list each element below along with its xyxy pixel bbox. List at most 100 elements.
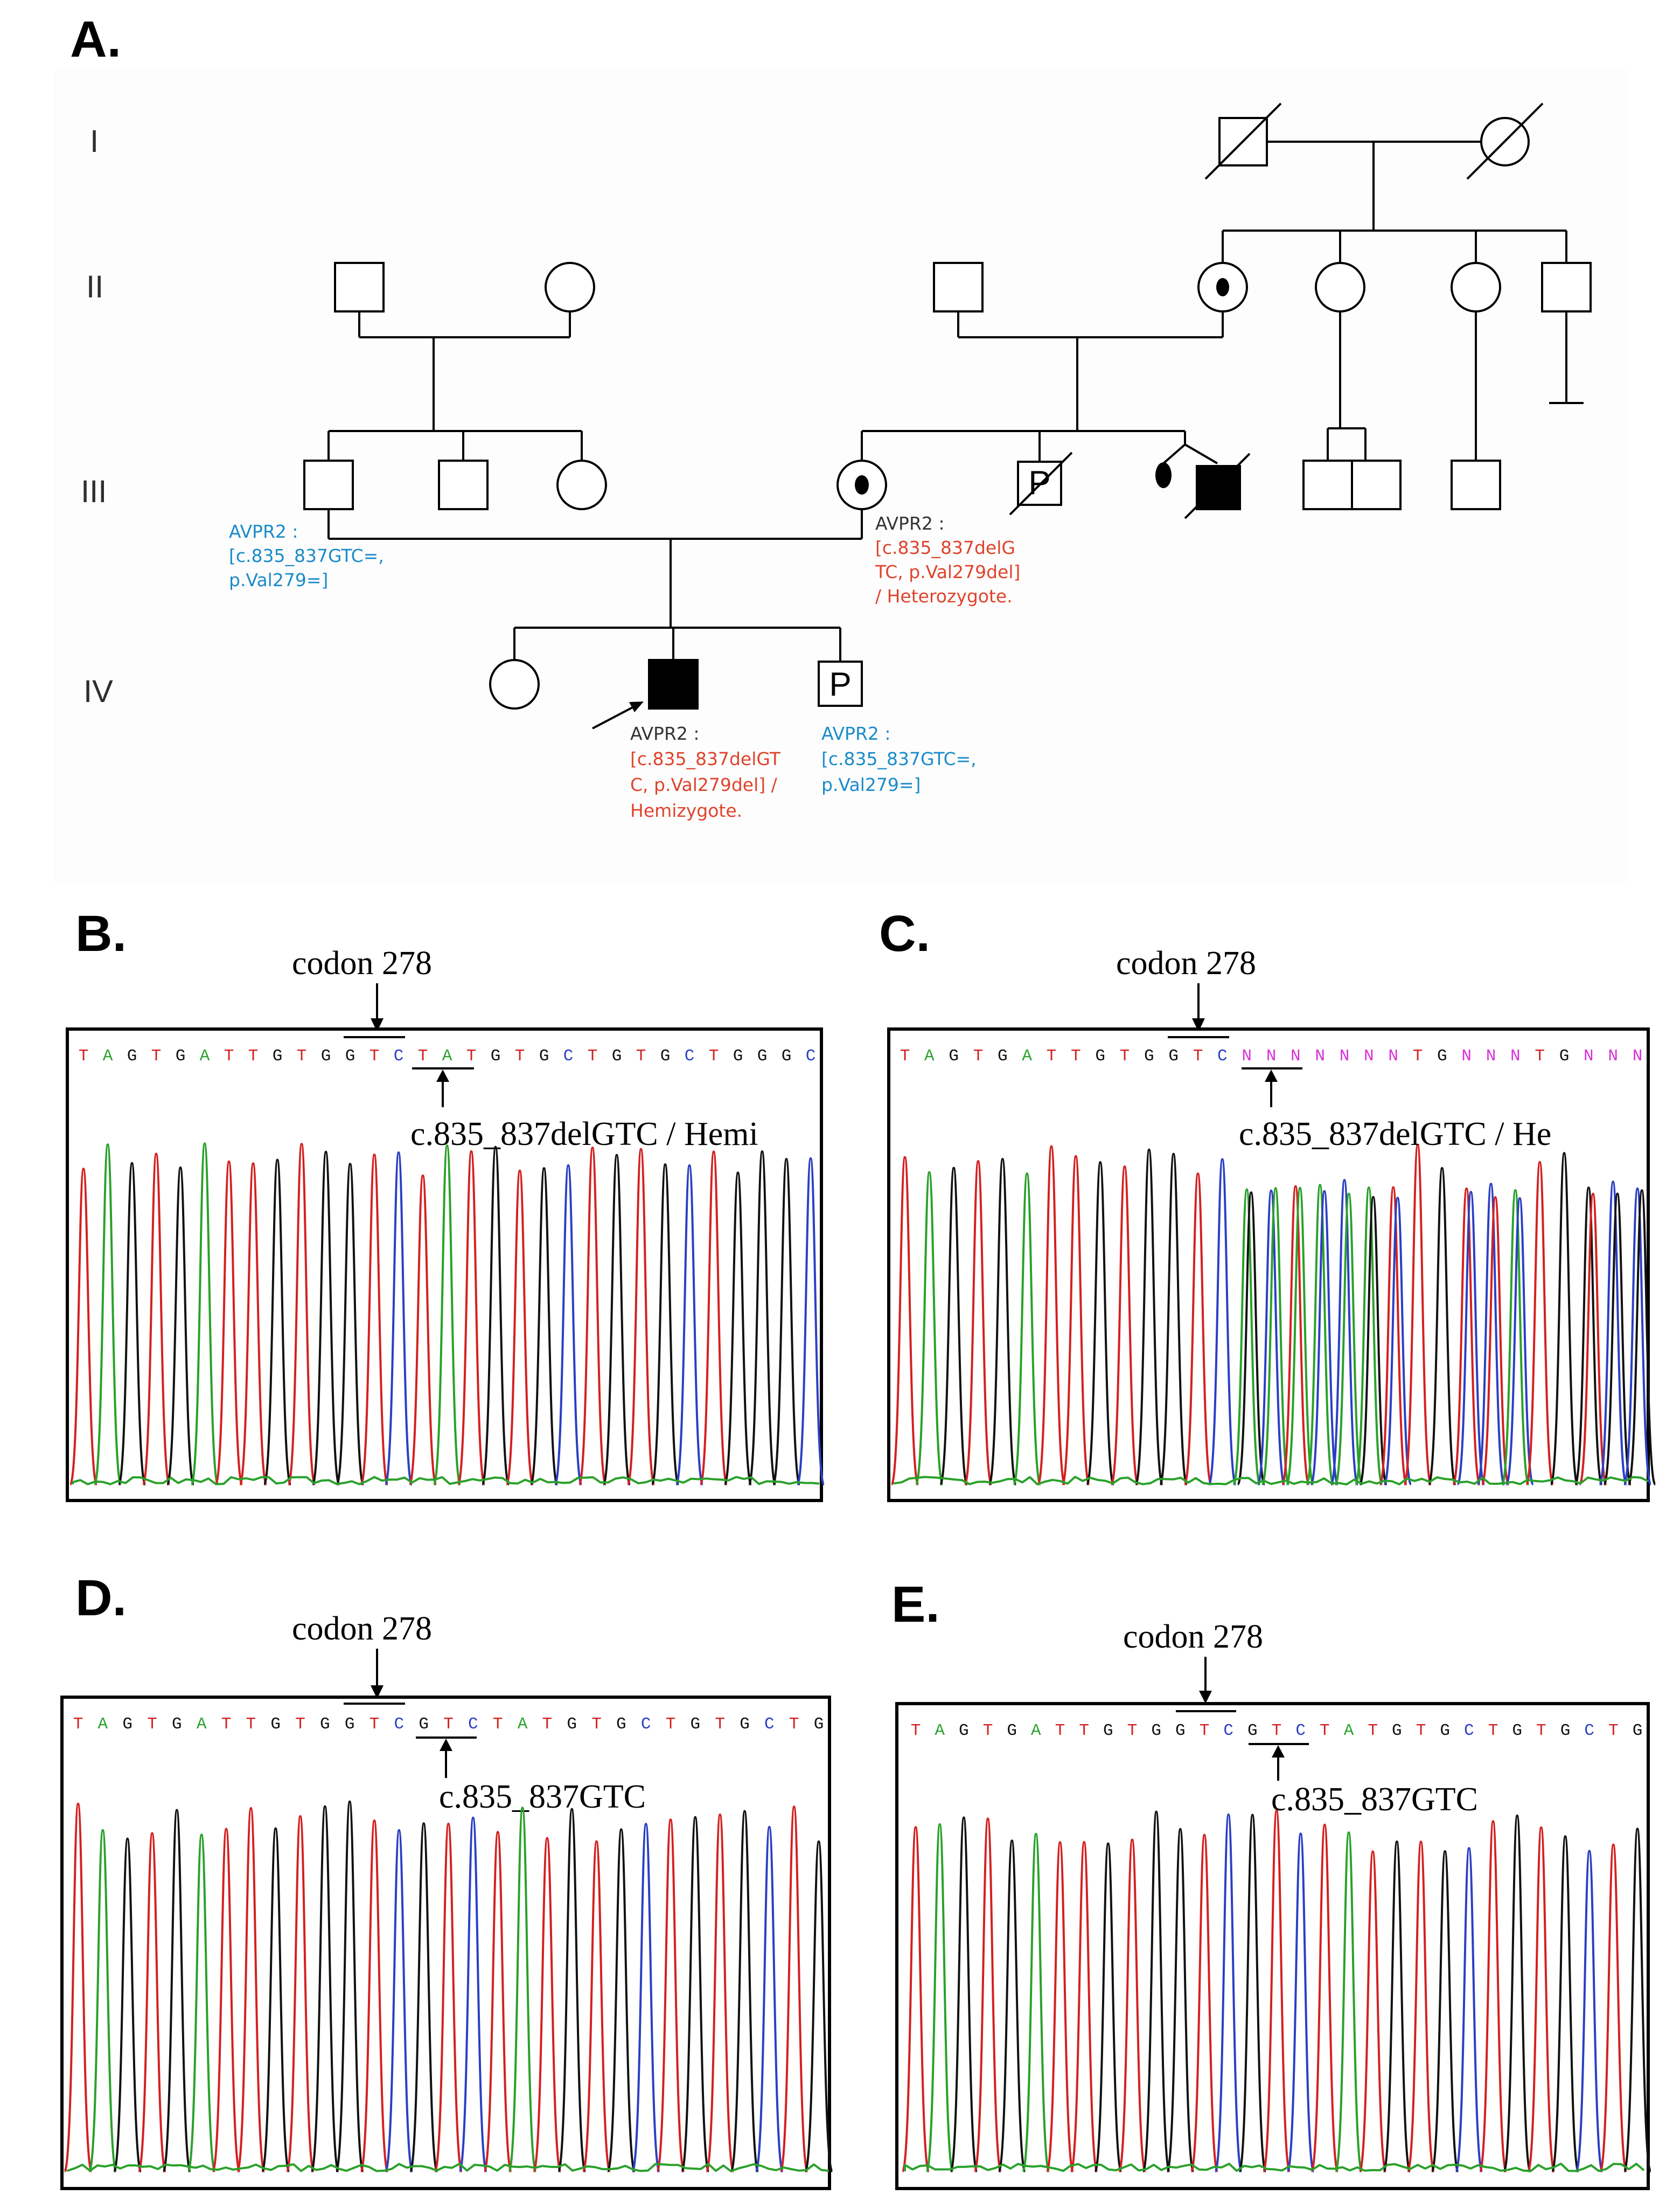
- trace-peak-b-14: [408, 1174, 437, 1485]
- gen-iv-brother-pregnancy: [818, 661, 863, 707]
- trace-peak-e-26: [1526, 1826, 1556, 2172]
- base-call-b-25: C: [685, 1047, 695, 1066]
- trace-peak-e-3: [973, 1817, 1002, 2172]
- base-call-e-4: G: [1007, 1721, 1017, 1740]
- base-call-b-26: T: [709, 1047, 719, 1066]
- gen-iii-cousin-1: [1302, 460, 1353, 510]
- base-call-d-22: G: [616, 1715, 626, 1734]
- trace-peak-c-18: [1330, 1179, 1359, 1485]
- trace-peak-c-7: [1061, 1155, 1091, 1485]
- panel-e-letter: E.: [891, 1576, 940, 1633]
- base-call-b-20: C: [563, 1047, 574, 1066]
- base-call-e-15: T: [1272, 1721, 1282, 1740]
- base-call-c-24: N: [1486, 1047, 1496, 1066]
- trace-peak-c-15-b: [1261, 1187, 1291, 1485]
- gen-iii-pregnancy-slash: [1009, 451, 1073, 516]
- trace-baseline-d: [66, 2163, 829, 2172]
- base-call-e-8: G: [1103, 1721, 1113, 1740]
- trace-peak-b-1: [93, 1143, 122, 1485]
- base-call-d-20: G: [567, 1715, 577, 1734]
- trace-peak-b-7: [239, 1162, 268, 1485]
- trace-peak-e-20: [1382, 1840, 1411, 2172]
- base-call-c-6: T: [1047, 1047, 1057, 1066]
- base-call-b-11: G: [345, 1047, 355, 1066]
- base-call-b-12: T: [370, 1047, 380, 1066]
- base-call-b-2: G: [127, 1047, 137, 1066]
- trace-peak-d-22: [607, 1828, 636, 2172]
- base-call-b-8: G: [273, 1047, 283, 1066]
- panel-d-frame: [60, 1696, 831, 2190]
- gen-iii-paternal-uncle: [438, 460, 489, 510]
- trace-peak-e-11: [1166, 1828, 1195, 2172]
- trace-peak-e-21: [1406, 1840, 1435, 2172]
- base-call-d-17: T: [493, 1715, 503, 1734]
- trace-peak-d-7: [236, 1807, 266, 2172]
- trace-peak-c-16-b: [1285, 1186, 1315, 1485]
- trace-baseline-e: [904, 2163, 1645, 2172]
- gen-ii-paternal-grandmother: [545, 262, 595, 312]
- note-iii-father-line-2: p.Val279=]: [229, 569, 328, 591]
- base-call-d-0: T: [73, 1715, 83, 1734]
- gen-ii-uncle: [1541, 262, 1592, 312]
- base-call-c-26: T: [1535, 1047, 1545, 1066]
- base-call-c-7: T: [1071, 1047, 1081, 1066]
- trace-peak-b-17: [481, 1145, 510, 1485]
- generation-label-ii: II: [86, 269, 103, 304]
- trace-peak-e-4: [998, 1839, 1027, 2172]
- panel-c-mutation-label: c.835_837delGTC / He: [1239, 1116, 1551, 1152]
- proband-arrow-shaft: [592, 705, 636, 730]
- base-call-e-17: T: [1320, 1721, 1330, 1740]
- trace-peak-c-19-b: [1358, 1196, 1388, 1485]
- trace-peak-b-3: [142, 1152, 171, 1485]
- trace-peak-c-0: [890, 1156, 919, 1485]
- trace-peak-b-23: [626, 1148, 656, 1485]
- trace-peak-d-10: [310, 1805, 340, 2172]
- base-call-e-10: G: [1151, 1721, 1161, 1740]
- genotype-note-iv-brother: AVPR2 : [c.835_837GTC=, p.Val279=]: [821, 723, 977, 795]
- trace-peak-e-12: [1190, 1833, 1219, 2172]
- base-call-c-28: N: [1584, 1047, 1594, 1066]
- genotype-note-iii-father: AVPR2 : [c.835_837GTC=, p.Val279=]: [229, 521, 384, 591]
- trace-peak-d-14: [409, 1822, 438, 2172]
- base-call-b-16: T: [466, 1047, 477, 1066]
- base-call-c-29: N: [1608, 1047, 1618, 1066]
- base-call-d-16: C: [468, 1715, 478, 1734]
- base-call-e-0: T: [911, 1721, 921, 1740]
- base-call-d-6: T: [221, 1715, 232, 1734]
- panel-c-letter: C.: [879, 905, 930, 962]
- trace-peak-e-9: [1118, 1838, 1147, 2172]
- base-call-e-21: T: [1416, 1721, 1426, 1740]
- trace-peak-d-20: [557, 1808, 587, 2172]
- trace-peak-b-28: [748, 1150, 777, 1485]
- gen-iii-paternal-aunt: [556, 460, 607, 510]
- gen-iii-pregnancy-label: P: [1028, 464, 1050, 502]
- trace-peak-d-23: [631, 1823, 661, 2172]
- base-call-b-10: G: [321, 1047, 331, 1066]
- trace-peak-e-0: [901, 1826, 930, 2172]
- trace-peak-d-25: [680, 1816, 710, 2172]
- trace-peak-c-26: [1525, 1161, 1554, 1485]
- base-call-c-19: N: [1364, 1047, 1374, 1066]
- trace-peak-d-24: [656, 1818, 686, 2172]
- trace-peak-b-21: [578, 1147, 607, 1485]
- trace-peak-b-16: [457, 1150, 486, 1485]
- base-call-e-3: T: [983, 1721, 993, 1740]
- trace-peak-e-15: [1262, 1809, 1291, 2172]
- base-call-c-8: G: [1095, 1047, 1105, 1066]
- trace-peak-c-19: [1354, 1186, 1384, 1485]
- trace-peak-d-26: [705, 1814, 735, 2172]
- trace-peak-c-4: [988, 1158, 1017, 1485]
- base-call-d-9: T: [295, 1715, 305, 1734]
- generation-ii: [334, 231, 1592, 461]
- note-iii-mother-status: / Heterozygote.: [875, 586, 1013, 607]
- gen-ii-maternal-grandfather: [933, 262, 984, 312]
- gen-iii-cousin-3: [1451, 460, 1501, 510]
- panel-a-letter: A.: [70, 11, 121, 68]
- note-iv-brother-line-2: p.Val279=]: [821, 774, 921, 795]
- base-call-b-28: G: [757, 1047, 768, 1066]
